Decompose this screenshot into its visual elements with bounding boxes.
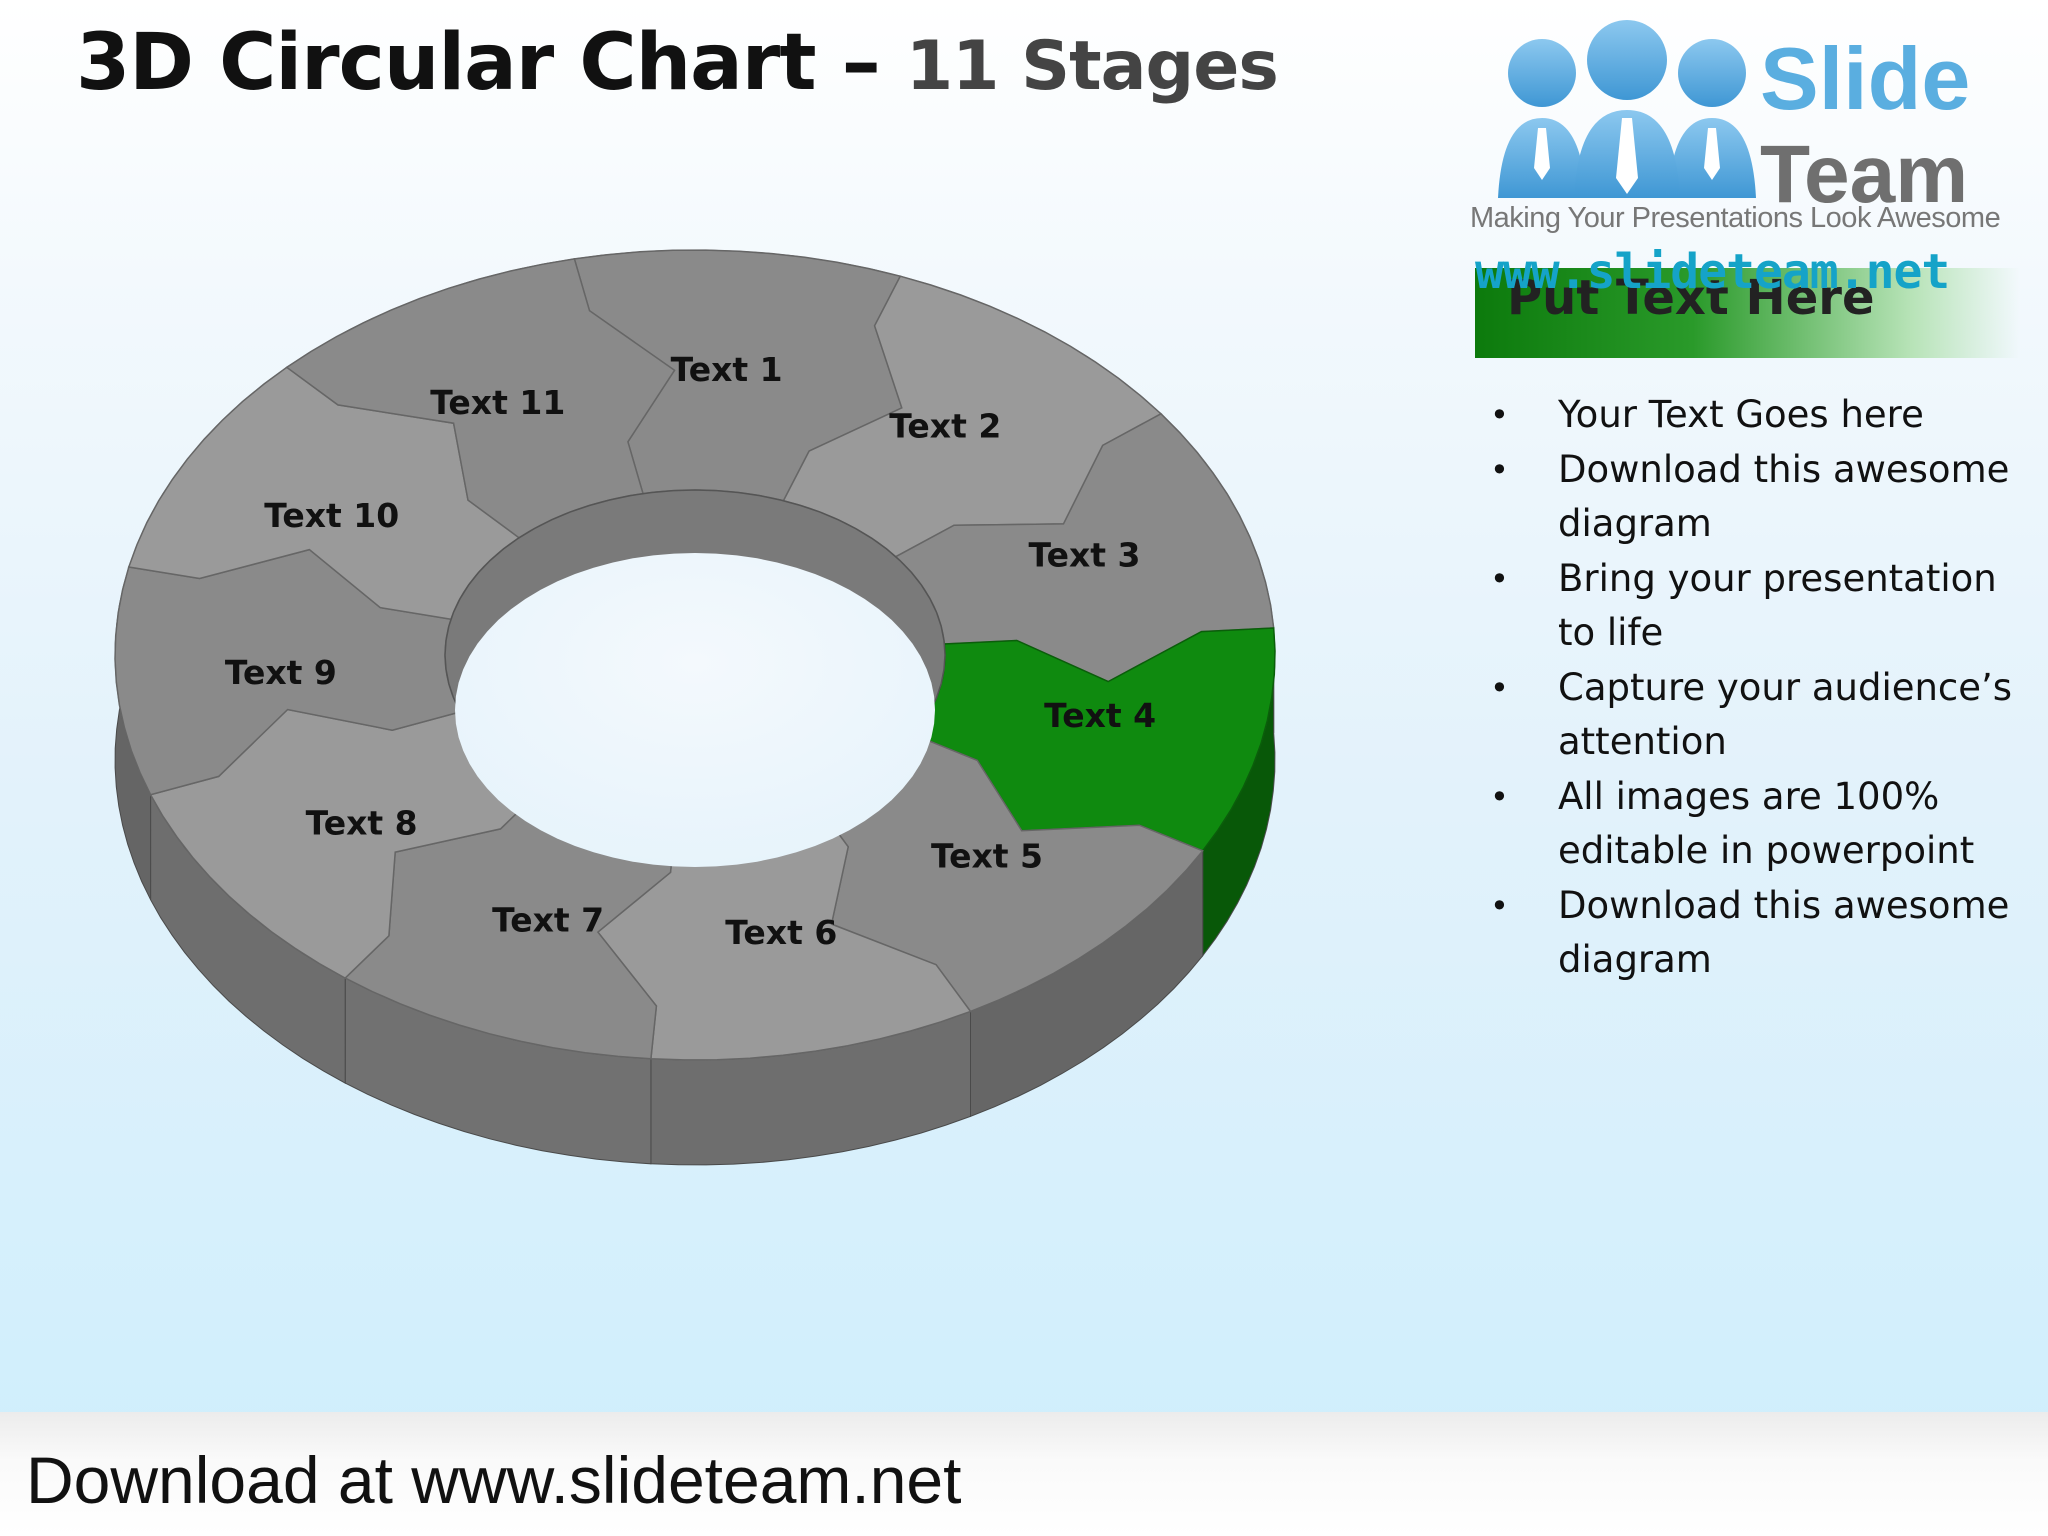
logo-tagline: Making Your Presentations Look Awesome <box>1470 202 2001 234</box>
footer-download-text: Download at www.slideteam.net <box>26 1443 962 1517</box>
segment-label: Text 9 <box>225 653 337 692</box>
segment-label: Text 10 <box>264 496 399 535</box>
segment-label: Text 2 <box>889 407 1001 446</box>
title-main: 3D Circular Chart – <box>76 18 906 108</box>
segment-label: Text 1 <box>671 350 783 389</box>
footer: Download at www.slideteam.net <box>0 1412 2048 1536</box>
segment-label: Text 4 <box>1044 696 1156 735</box>
side-panel-header-text: Put Text Here <box>1507 270 1875 326</box>
segment-label: Text 3 <box>1028 536 1140 575</box>
side-panel-header: Put Text Here <box>1475 268 2020 358</box>
bullet-item: Bring your presentation to life <box>1490 552 2030 661</box>
segment-label: Text 8 <box>306 804 418 843</box>
bullet-item: Your Text Goes here <box>1490 388 2030 443</box>
slideteam-logo: Slide Team Making Your Presentations Loo… <box>1468 18 2020 358</box>
circular-chart: Text 1 Text 2 Text 3 Text 4 Text 5 Text 6 Text… <box>114 249 1276 1166</box>
logo-brand-team: Team <box>1760 129 1969 220</box>
logo-url: www.slideteam.net <box>1475 244 1950 300</box>
bullet-list: Your Text Goes here Download this awesom… <box>1490 388 2030 988</box>
title-suffix: 11 Stages <box>905 27 1279 106</box>
segment-label: Text 7 <box>492 901 604 940</box>
slide-title: 3D Circular Chart – 11 Stages <box>76 18 1279 108</box>
bullet-item: Capture your audience’s attention <box>1490 661 2030 770</box>
people-icon <box>1498 20 1756 198</box>
logo-brand-slide: Slide <box>1760 29 1971 128</box>
segment-label: Text 5 <box>931 837 1043 876</box>
segment-label: Text 11 <box>430 383 565 422</box>
bullet-item: Download this awesome diagram <box>1490 443 2030 552</box>
bullet-item: Download this awesome diagram <box>1490 879 2030 988</box>
segment-label: Text 6 <box>725 913 837 952</box>
bullet-item: All images are 100% editable in powerpoi… <box>1490 770 2030 879</box>
ring-center-hole <box>455 553 935 867</box>
